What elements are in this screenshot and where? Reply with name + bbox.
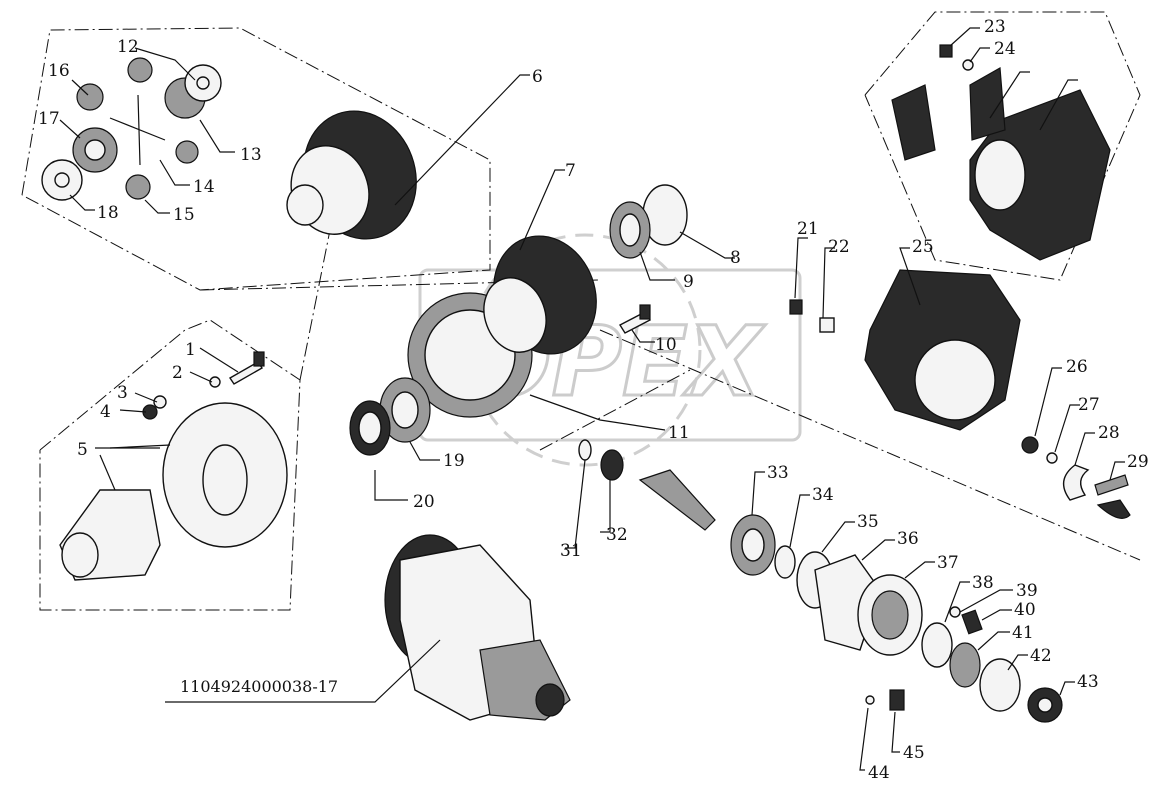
- callout-31: 31: [560, 541, 582, 561]
- callout-11: 11: [668, 423, 690, 443]
- bearing-38: [921, 622, 953, 668]
- callout-14: 14: [193, 177, 215, 197]
- callout-37: 37: [937, 553, 959, 573]
- breather-21: [789, 299, 803, 315]
- callout-10: 10: [655, 335, 677, 355]
- callout-39: 39: [1016, 581, 1038, 601]
- callout-2: 2: [172, 363, 183, 383]
- callout-35: 35: [857, 512, 879, 532]
- washer-44: [865, 695, 875, 705]
- bolt-23: [939, 44, 953, 58]
- callout-9: 9: [683, 272, 694, 292]
- housing-cover-5: [59, 402, 288, 581]
- pinion-group: [578, 439, 1063, 723]
- callout-32: 32: [606, 525, 628, 545]
- callout-15: 15: [173, 205, 195, 225]
- callout-36: 36: [897, 529, 919, 549]
- lock-28: [1062, 464, 1090, 501]
- spider-14: [109, 94, 166, 166]
- housing-47-group: [891, 44, 1111, 261]
- callout-45: 45: [903, 743, 925, 763]
- nut-26: [1021, 436, 1039, 454]
- callout-labels: 1 2 3 4 5 6 7 8 9 10 11 12 13 14 15 16 1…: [38, 17, 1149, 783]
- callout-3: 3: [117, 383, 128, 403]
- assembly-code-label: 1104924000038-17: [180, 677, 338, 696]
- callout-29: 29: [1127, 452, 1149, 472]
- assembled-final-drive: [384, 534, 571, 721]
- flange-42: [979, 658, 1021, 712]
- callout-22: 22: [828, 237, 850, 257]
- drive-pinion-11: [638, 469, 716, 531]
- bearing-cap-left: [891, 84, 936, 161]
- callout-38: 38: [972, 573, 994, 593]
- differential-case-6: [286, 110, 417, 240]
- bolt-1: [229, 361, 263, 385]
- bearing-cap-46: [969, 67, 1006, 141]
- callout-24: 24: [994, 39, 1016, 59]
- circlip-31: [578, 439, 592, 461]
- callout-27: 27: [1078, 395, 1100, 415]
- axle-housing-25: [864, 269, 1021, 431]
- callout-40: 40: [1014, 600, 1036, 620]
- planet-gear-12a: [127, 57, 153, 83]
- planet-gear-15: [125, 174, 151, 200]
- callout-44: 44: [868, 763, 890, 783]
- callout-6: 6: [532, 67, 543, 87]
- callout-1: 1: [185, 340, 196, 360]
- callout-26: 26: [1066, 357, 1088, 377]
- washer-3: [153, 395, 167, 409]
- callout-21: 21: [797, 219, 819, 239]
- callout-16: 16: [48, 61, 70, 81]
- differential-kit: [41, 57, 222, 201]
- washer-2: [209, 376, 221, 388]
- leader-lines: [59, 27, 1125, 771]
- callout-4: 4: [100, 402, 111, 422]
- planet-gear-14b: [175, 140, 199, 164]
- small-parts-26-29: [1021, 436, 1131, 519]
- stud-29: [1094, 474, 1129, 496]
- callout-5: 5: [77, 440, 88, 460]
- callout-42: 42: [1030, 646, 1052, 666]
- callout-12: 12: [117, 37, 139, 57]
- callout-20: 20: [413, 492, 435, 512]
- spacer-34: [774, 545, 796, 579]
- callout-7: 7: [565, 161, 576, 181]
- seal-41: [949, 642, 981, 688]
- callout-19: 19: [443, 451, 465, 471]
- washer-39: [949, 606, 961, 618]
- callout-33: 33: [767, 463, 789, 483]
- callout-13: 13: [240, 145, 262, 165]
- seal-20: [349, 400, 391, 456]
- callout-43: 43: [1077, 672, 1099, 692]
- callout-41: 41: [1012, 623, 1034, 643]
- bolt-10: [619, 304, 651, 334]
- fasteners-1-4: [142, 351, 265, 420]
- bearing-8-9: [609, 184, 688, 259]
- callout-34: 34: [812, 485, 834, 505]
- callout-8: 8: [730, 248, 741, 268]
- group-outlines: [21, 11, 1141, 611]
- callout-18: 18: [97, 203, 119, 223]
- bolt-45: [889, 689, 905, 711]
- callout-23: 23: [984, 17, 1006, 37]
- callout-17: 17: [38, 109, 60, 129]
- washer-27: [1046, 452, 1058, 464]
- bearing-19: [379, 377, 431, 443]
- clip-22: [819, 317, 835, 333]
- bearing-32: [600, 449, 624, 481]
- callout-25: 25: [912, 237, 934, 257]
- bolt-40: [961, 609, 983, 635]
- callout-28: 28: [1098, 423, 1120, 443]
- small-parts-21-22: [789, 299, 835, 333]
- washer-24: [962, 59, 974, 71]
